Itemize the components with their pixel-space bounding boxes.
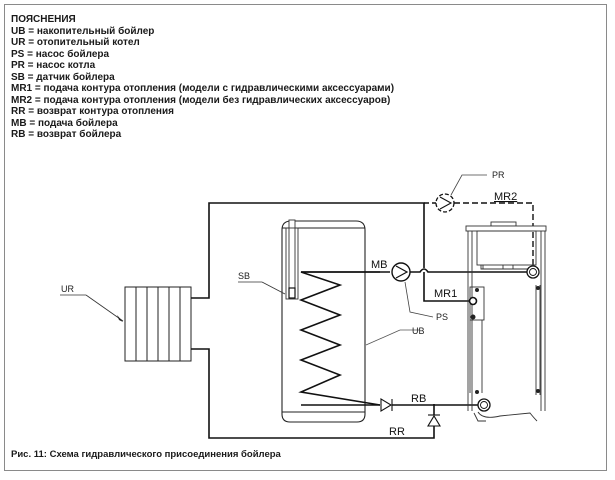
sensor-well (285, 219, 299, 300)
label-rb: RB (411, 393, 426, 405)
label-mr1: MR1 (434, 288, 457, 300)
legend-item-ur: UR = отопительный котел (11, 37, 140, 48)
pipe-heating-supply (191, 202, 425, 299)
label-sb: SB (238, 271, 250, 281)
legend-title: ПОЯСНЕНИЯ (11, 14, 76, 25)
check-valve-rb-icon (380, 398, 393, 412)
pipe-heating-return (191, 348, 435, 439)
pipe-mb-to-boiler (410, 268, 532, 273)
legend-item-ps: PS = насос бойлера (11, 48, 110, 60)
label-pr: PR (492, 170, 505, 180)
legend-item-mr1: MR1 = подача контура отопления (модели с… (11, 83, 395, 94)
label-rr: RR (389, 426, 405, 438)
ub-leader (365, 329, 420, 346)
label-ur: UR (61, 284, 74, 294)
legend-item-mb: MB = подача бойлера (11, 117, 118, 129)
radiator (124, 286, 192, 362)
sb-leader (238, 281, 286, 295)
ps-leader (404, 281, 434, 318)
legend-item-rb: RB = возврат бойлера (11, 129, 122, 140)
boiler-connections (468, 265, 540, 412)
legend-item-ub: UB = накопительный бойлер (11, 25, 155, 37)
figure-caption: Рис. 11: Схема гидравлического присоедин… (11, 449, 281, 460)
legend-item-sb: SB = датчик бойлера (11, 71, 115, 83)
pump-pr-icon (435, 193, 455, 213)
pipe-mr2 (454, 202, 534, 266)
pr-leader (450, 174, 487, 196)
ur-leader (60, 294, 124, 322)
heat-exchanger-coil (298, 271, 381, 406)
label-ps: PS (436, 312, 448, 322)
check-valve-rr-icon (427, 404, 441, 427)
label-ub: UB (412, 326, 425, 336)
legend-item-pr: PR = насос котла (11, 60, 96, 71)
legend-item-mr2: MR2 = подача контура отопления (модели б… (11, 94, 391, 106)
label-mb: MB (371, 259, 388, 271)
pump-ps-icon (391, 262, 411, 282)
pipe-mr1 (423, 272, 472, 302)
label-mr2: MR2 (494, 191, 517, 203)
legend: ПОЯСНЕНИЯ UB = накопительный бойлер UR =… (11, 14, 394, 141)
heating-boiler (465, 221, 547, 422)
legend-item-rr: RR = возврат контура отопления (11, 106, 174, 117)
